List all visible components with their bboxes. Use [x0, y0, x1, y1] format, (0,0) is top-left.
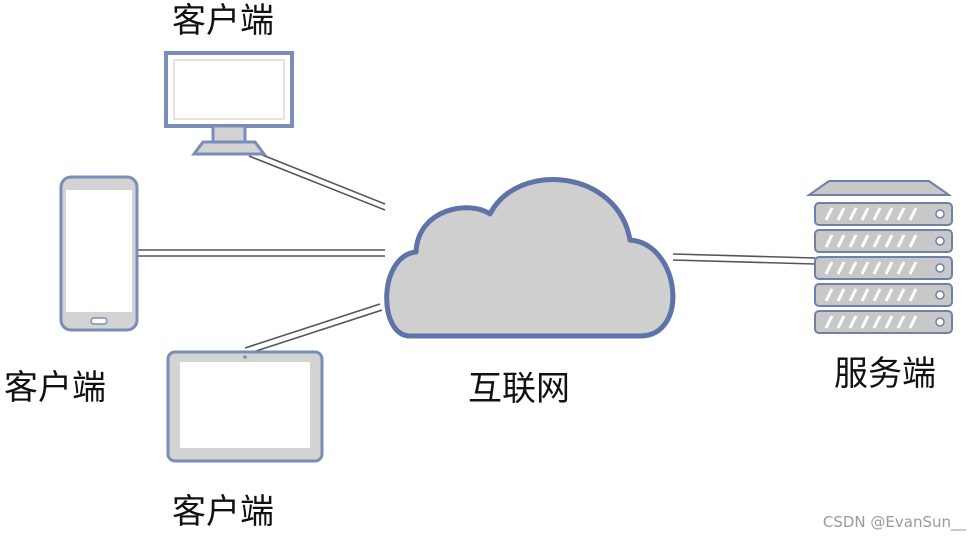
internet-label: 互联网 — [468, 369, 570, 409]
cloud-icon — [384, 177, 676, 339]
server-rack-unit — [814, 310, 953, 334]
desktop-monitor-icon — [164, 51, 294, 156]
server-rack-unit — [814, 256, 953, 280]
client-label-desktop: 客户端 — [172, 1, 274, 41]
connector-internet-to-server — [672, 253, 816, 265]
connector-phone-to-internet — [137, 249, 385, 257]
client-label-tablet: 客户端 — [172, 492, 274, 532]
watermark: CSDN @EvanSun__ — [822, 513, 966, 531]
server-rack-icon — [805, 180, 953, 334]
smartphone-icon — [59, 175, 139, 332]
client-label-phone: 客户端 — [4, 368, 106, 408]
tablet-icon — [166, 350, 324, 463]
server-rack-unit — [814, 202, 953, 226]
server-rack-unit — [814, 229, 953, 253]
connector-desktop-to-internet — [248, 149, 386, 211]
server-rack-unit — [814, 283, 953, 307]
server-label: 服务端 — [834, 354, 936, 394]
connector-tablet-to-internet — [244, 303, 383, 355]
